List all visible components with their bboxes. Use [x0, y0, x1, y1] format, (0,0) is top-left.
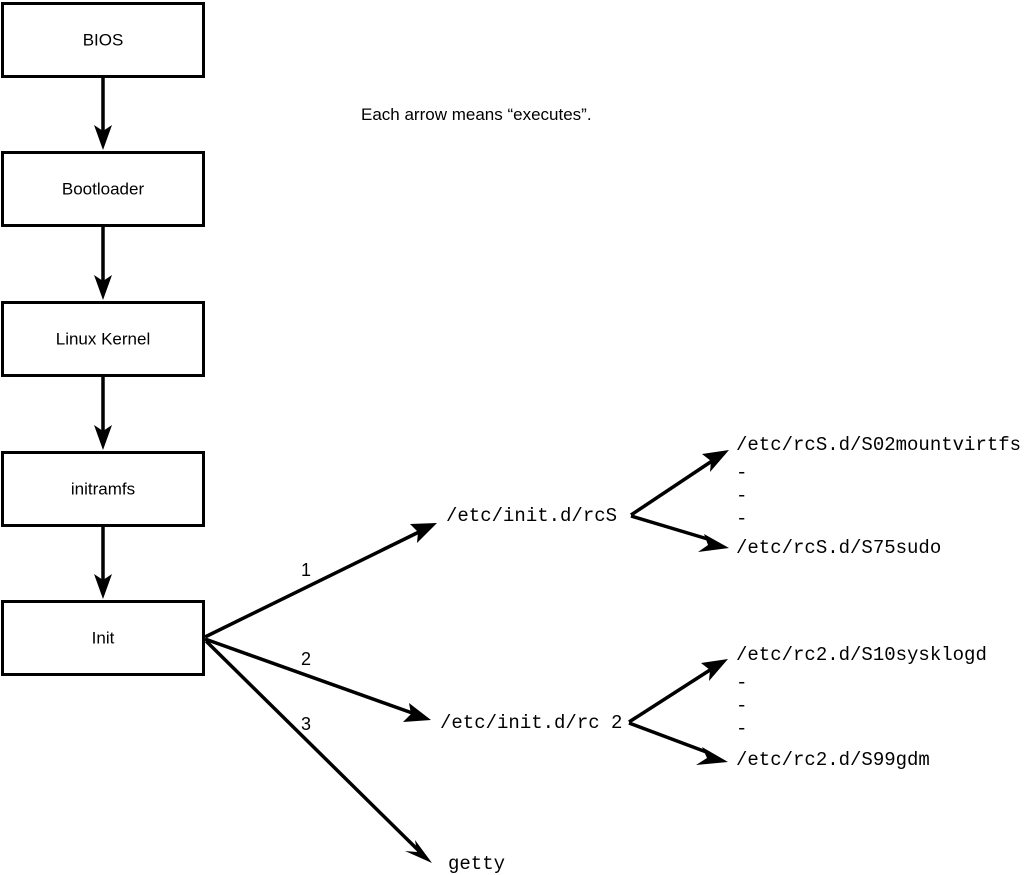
branch-label-rcs[interactable]: /etc/init.d/rcS: [446, 505, 617, 527]
node-initramfs-rect: [1, 451, 205, 527]
edge-number-1: 1: [301, 560, 311, 580]
legend-note: Each arrow means “executes”.: [361, 105, 592, 124]
edge-number-3: 3: [301, 714, 311, 734]
rcs-script-first[interactable]: /etc/rcS.d/S02mountvirtfs: [736, 434, 1021, 456]
rcs-script-last[interactable]: /etc/rcS.d/S75sudo: [736, 537, 941, 559]
rc2-script-first[interactable]: /etc/rc2.d/S10sysklogd: [736, 644, 987, 666]
node-bios-rect: [1, 2, 205, 78]
node-linux-kernel-label: Linux Kernel: [56, 329, 151, 348]
node-init[interactable]: Init: [1, 600, 205, 676]
node-bootloader-rect: [1, 151, 205, 227]
node-init-rect: [1, 600, 205, 676]
branch-label-getty[interactable]: getty: [448, 853, 505, 875]
arrow-kernel-to-initramfs: [94, 376, 112, 450]
arrow-bios-to-bootloader: [94, 77, 112, 150]
branch-label-rc2[interactable]: /etc/init.d/rc 2: [440, 712, 622, 734]
arrow-rcs-to-last-script: [630, 514, 729, 552]
edge-number-2: 2: [301, 649, 311, 669]
arrow-rc2-to-last-script: [628, 721, 728, 765]
arrow-init-to-rc2: [204, 637, 431, 722]
arrow-init-to-getty: [204, 639, 432, 863]
rc2-ellipsis-dash-1: -: [736, 672, 747, 694]
node-initramfs[interactable]: initramfs: [1, 451, 205, 527]
arrow-initramfs-to-init: [94, 526, 112, 599]
node-linux-kernel-rect: [1, 301, 205, 377]
node-bios-label: BIOS: [83, 30, 124, 49]
rcs-ellipsis-dash-1: -: [736, 462, 747, 484]
node-bios[interactable]: BIOS: [1, 2, 205, 78]
node-initramfs-label: initramfs: [71, 479, 135, 498]
rc2-script-last[interactable]: /etc/rc2.d/S99gdm: [736, 749, 930, 771]
arrow-rcs-to-first-script: [630, 450, 729, 517]
node-linux-kernel[interactable]: Linux Kernel: [1, 301, 205, 377]
rc2-ellipsis-dash-2: -: [736, 695, 747, 717]
rcs-ellipsis-dash-2: -: [736, 485, 747, 507]
arrow-bootloader-to-kernel: [94, 226, 112, 300]
rcs-ellipsis-dash-3: -: [736, 508, 747, 530]
arrow-init-to-rcs: [204, 523, 437, 639]
arrow-rc2-to-first-script: [628, 659, 728, 724]
node-bootloader-label: Bootloader: [62, 179, 145, 198]
rc2-ellipsis-dash-3: -: [736, 718, 747, 740]
node-bootloader[interactable]: Bootloader: [1, 151, 205, 227]
node-init-label: Init: [92, 628, 115, 647]
